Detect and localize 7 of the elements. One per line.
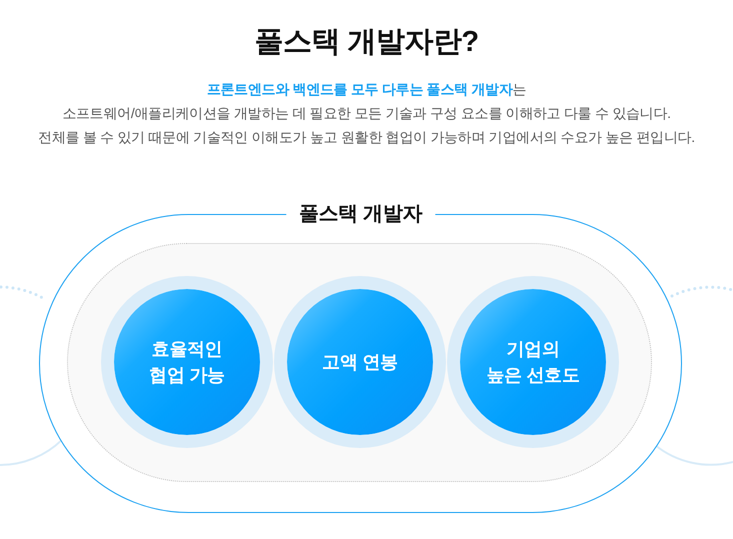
circle-label: 기업의 높은 선호도: [486, 338, 580, 387]
intro-text: 소프트웨어/애플리케이션을 개발하는 데 필요한 모든 기술과 구성 요소를 이해하고 다룰 수 있습니다.: [62, 104, 671, 123]
circle-label: 고액 연봉: [322, 351, 398, 374]
intro-text: 프론트엔드와 백엔드를 모두 다루는 풀스택 개발자는: [206, 80, 526, 99]
intro-text: 전체를 볼 수 있기 때문에 기술적인 이해도가 높고 원활한 협업이 가능하며 기업에서의 수요가 높은 편입니다.: [38, 128, 695, 147]
page-title: 풀스택 개발자란?: [254, 25, 479, 60]
circle-label: 효율적인 협업 가능: [149, 338, 225, 387]
